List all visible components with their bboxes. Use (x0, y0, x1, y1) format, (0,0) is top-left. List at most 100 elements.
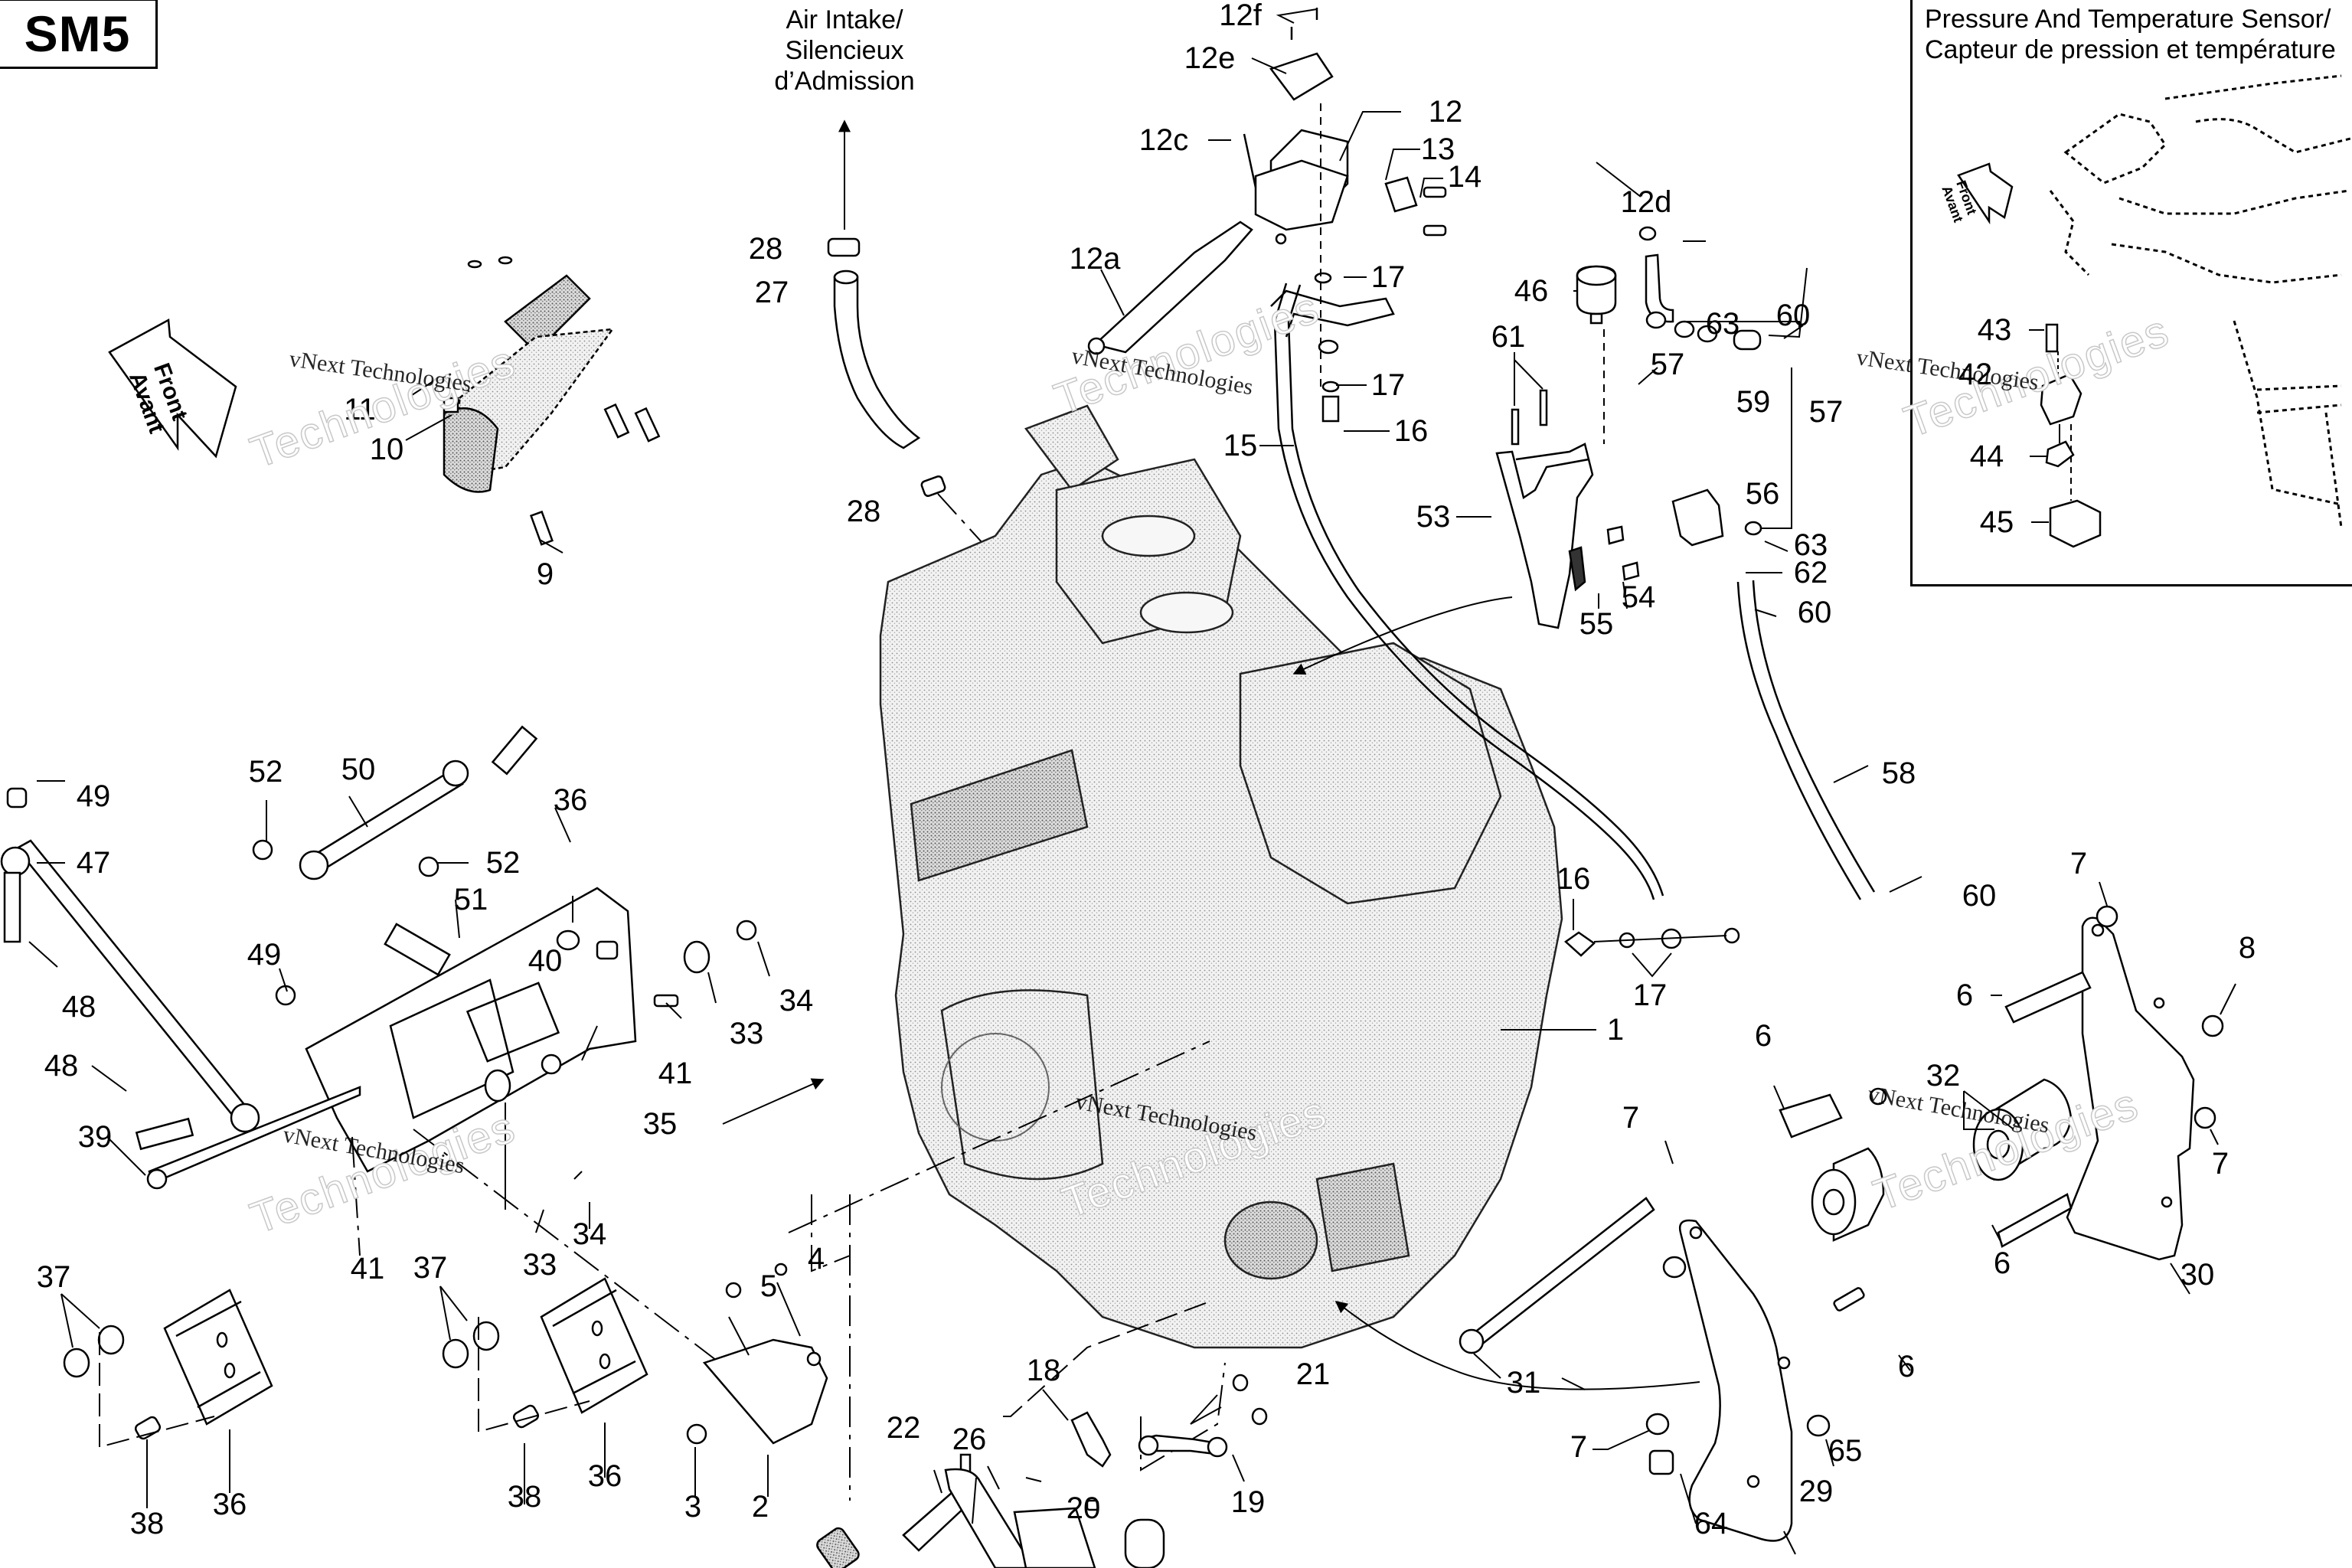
inset-title-en: Pressure And Temperature Sensor/ (1925, 5, 2331, 34)
callout-61: 61 (1491, 320, 1526, 354)
callout-12c: 12c (1138, 123, 1189, 157)
callout-22: 22 (886, 1411, 921, 1445)
leaders-9-11 (405, 376, 564, 554)
callout-56: 56 (1745, 477, 1780, 511)
cap-46 (1576, 265, 1617, 325)
leaders-56-63 (1638, 240, 1922, 893)
callout-52-b: 52 (485, 846, 521, 880)
callout-12f: 12f (1219, 0, 1262, 32)
callout-49-b: 49 (247, 938, 282, 972)
adjust-rod-50 (252, 725, 538, 1006)
inset-artwork (1957, 74, 2352, 548)
shift-linkage (816, 1374, 1268, 1568)
inset-title: Pressure And Temperature Sensor/ Capteur… (1925, 4, 2336, 65)
callout-33-a: 33 (729, 1017, 764, 1050)
drain-hose-58 (1736, 580, 1876, 900)
mount-bracket-30 (1997, 905, 2224, 1261)
callout-45: 45 (1979, 505, 2014, 539)
callout-52-a: 52 (248, 755, 283, 789)
pressure-temperature-sensor-inset: Pressure And Temperature Sensor/ Capteur… (1910, 0, 2352, 586)
leaders-bottom-left (60, 1282, 801, 1508)
callout-32: 32 (1926, 1059, 1961, 1093)
callout-55: 55 (1579, 607, 1614, 641)
callout-12: 12 (1428, 95, 1463, 129)
callout-14: 14 (1447, 160, 1482, 194)
callout-43: 43 (1977, 313, 2012, 347)
callout-54: 54 (1621, 580, 1656, 614)
callout-3: 3 (684, 1490, 702, 1524)
inset-title-fr: Capteur de pression et température (1925, 35, 2336, 64)
callout-38-b: 38 (507, 1480, 542, 1514)
callout-9: 9 (536, 557, 554, 591)
callout-34-b: 34 (572, 1217, 607, 1251)
callout-18: 18 (1026, 1354, 1061, 1387)
callout-37-b: 37 (413, 1251, 448, 1285)
brake-master-cylinder-12 (1087, 8, 1447, 423)
callout-63-a: 63 (1705, 307, 1740, 341)
callout-7-c: 7 (2211, 1147, 2230, 1181)
callout-36-a: 36 (553, 783, 588, 817)
callout-44: 44 (1969, 439, 2004, 473)
callout-21: 21 (1295, 1357, 1331, 1391)
callout-19: 19 (1230, 1485, 1266, 1519)
callout-53: 53 (1416, 500, 1451, 534)
callout-58: 58 (1881, 756, 1916, 790)
callout-59: 59 (1736, 385, 1771, 419)
leaders-shift (933, 1301, 1245, 1524)
callout-29: 29 (1798, 1475, 1834, 1508)
air-intake-caption-line3: d’Admission (774, 67, 915, 96)
callout-48-b: 48 (44, 1049, 79, 1083)
callout-1: 1 (1606, 1013, 1625, 1047)
callout-34-a: 34 (779, 984, 814, 1018)
callout-31: 31 (1506, 1366, 1541, 1400)
callout-50: 50 (341, 753, 376, 786)
callout-15: 15 (1223, 429, 1258, 462)
callout-49-a: 49 (76, 779, 111, 813)
callout-16-a: 16 (1393, 414, 1429, 448)
callout-6-b: 6 (1955, 978, 1974, 1012)
bracket-53 (1495, 389, 1640, 629)
callout-36-c: 36 (587, 1459, 622, 1493)
leaders-12 (1100, 8, 1642, 446)
callout-7-b: 7 (2069, 847, 2088, 880)
callout-8: 8 (2238, 931, 2256, 965)
isolator-36-left (63, 1289, 273, 1440)
callout-57-a: 57 (1650, 348, 1685, 381)
callout-37-a: 37 (36, 1260, 71, 1294)
callout-12e: 12e (1184, 41, 1236, 75)
callout-65: 65 (1828, 1434, 1863, 1468)
callout-33-b: 33 (522, 1248, 557, 1282)
callout-30: 30 (2180, 1258, 2215, 1292)
mount-assembly-9-11 (443, 256, 661, 546)
callout-17-b: 17 (1370, 368, 1406, 402)
air-intake-caption-line1: Air Intake/ (786, 5, 903, 34)
callout-12d: 12d (1620, 185, 1672, 219)
callout-17-c: 17 (1632, 978, 1668, 1012)
leaders-bottom-right (1473, 881, 2236, 1555)
callout-40: 40 (528, 944, 563, 978)
callout-38-a: 38 (129, 1507, 165, 1540)
isolator-36-right (442, 1277, 648, 1429)
callout-12a: 12a (1069, 242, 1121, 276)
callout-36-b: 36 (212, 1488, 247, 1521)
engine-support-bracket-35 (146, 887, 757, 1190)
callout-63-b: 63 (1793, 528, 1828, 562)
callout-60-a: 60 (1775, 299, 1811, 332)
callout-26: 26 (952, 1423, 987, 1456)
callout-20: 20 (1066, 1491, 1101, 1525)
intake-hose-27 (827, 237, 946, 498)
callout-28-b: 28 (846, 495, 881, 528)
callout-10: 10 (369, 433, 404, 466)
callout-27: 27 (754, 276, 789, 309)
front-arrow-left (108, 318, 237, 459)
callout-13: 13 (1420, 132, 1455, 166)
callout-57-b: 57 (1808, 395, 1844, 429)
callout-7-a: 7 (1622, 1101, 1640, 1135)
callout-16-b: 16 (1556, 862, 1591, 896)
callout-11: 11 (344, 393, 376, 426)
callout-48-a: 48 (61, 990, 96, 1024)
leaders-left-mid (28, 780, 770, 1364)
callout-28-a: 28 (748, 232, 783, 266)
